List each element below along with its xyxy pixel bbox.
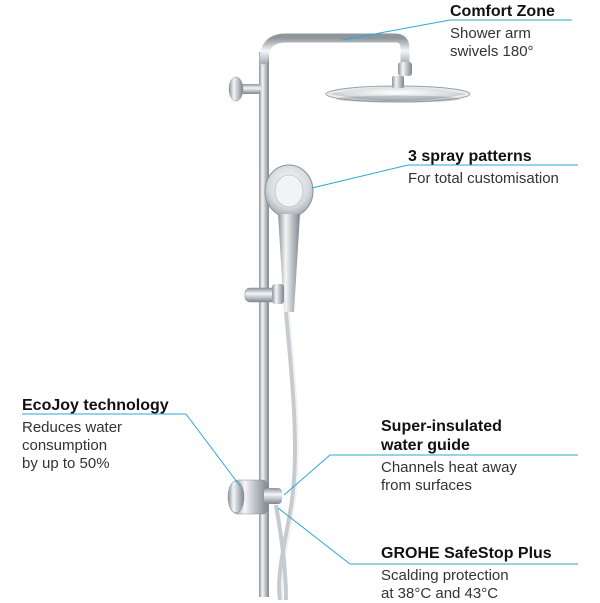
insulated-title-2: water guide bbox=[381, 437, 470, 454]
safestop-desc-1: Scalding protection bbox=[381, 567, 509, 584]
ecojoy-desc-1: Reduces water bbox=[22, 419, 123, 436]
head-shower bbox=[325, 76, 471, 103]
insulated-desc-1: Channels heat away bbox=[381, 459, 517, 476]
ecojoy-desc-3: by up to 50% bbox=[22, 455, 110, 472]
spray-patterns-title: 3 spray patterns bbox=[408, 148, 532, 165]
ecojoy-title: EcoJoy technology bbox=[22, 397, 169, 414]
spray-patterns-desc: For total customisation bbox=[408, 170, 559, 187]
insulated-desc-2: from surfaces bbox=[381, 477, 472, 494]
comfort-zone-desc-2: swivels 180° bbox=[450, 43, 534, 60]
callout-spray-patterns: 3 spray patterns For total customisation bbox=[408, 147, 559, 188]
insulated-title-1: Super-insulated bbox=[381, 418, 502, 435]
safestop-title: GROHE SafeStop Plus bbox=[381, 545, 552, 562]
leader-lines bbox=[22, 19, 578, 565]
comfort-zone-title: Comfort Zone bbox=[450, 3, 555, 20]
comfort-zone-desc-1: Shower arm bbox=[450, 25, 531, 42]
diverter-body bbox=[227, 479, 282, 515]
shower-arm bbox=[259, 33, 410, 75]
callout-comfort-zone: Comfort Zone Shower arm swivels 180° bbox=[450, 2, 555, 61]
callout-insulated: Super-insulated water guide Channels hea… bbox=[381, 417, 517, 495]
safestop-desc-2: at 38°C and 43°C bbox=[381, 585, 499, 602]
ecojoy-desc-2: consumption bbox=[22, 437, 108, 454]
hose bbox=[277, 311, 298, 600]
callout-ecojoy: EcoJoy technology Reduces water consumpt… bbox=[22, 396, 169, 473]
callout-safestop: GROHE SafeStop Plus Scalding protection … bbox=[381, 544, 552, 603]
riser-pipe bbox=[259, 52, 269, 597]
wall-bracket-top bbox=[228, 76, 261, 102]
